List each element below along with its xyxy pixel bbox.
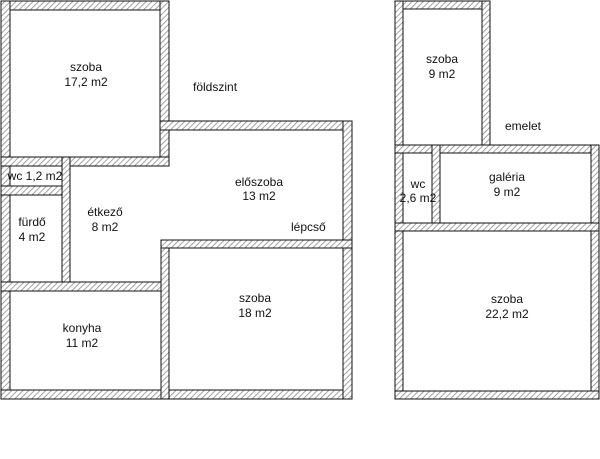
room-szoba-area: 17,2 m2 xyxy=(64,75,108,89)
room-furdo-area: 4 m2 xyxy=(19,230,46,244)
room-etkezo-area: 8 m2 xyxy=(92,220,119,234)
upper-room-szoba2-name: szoba xyxy=(491,292,523,306)
upper-floor-walls xyxy=(394,0,600,400)
upper-room-szoba2-area: 22,2 m2 xyxy=(485,307,529,321)
room-eloszoba-area: 13 m2 xyxy=(242,189,276,203)
room-etkezo-name: étkező xyxy=(87,205,123,219)
room-szoba2-area: 18 m2 xyxy=(238,306,272,320)
upper-room-wc-area: 2,6 m2 xyxy=(400,191,437,205)
upper-room-galeria-name: galéria xyxy=(489,170,525,184)
ground-floor-plan: szoba 17,2 m2 wc 1,2 m2 fürdő 4 m2 étkez… xyxy=(0,0,353,400)
room-szoba-name: szoba xyxy=(70,60,102,74)
upper-room-wc-name: wc xyxy=(410,177,426,191)
room-furdo-name: fürdő xyxy=(18,215,46,229)
room-wc-label: wc 1,2 m2 xyxy=(7,169,63,183)
ground-floor-walls xyxy=(0,0,353,400)
room-konyha-area: 11 m2 xyxy=(66,336,99,350)
upper-room-szoba-name: szoba xyxy=(426,52,458,66)
upper-floor-plan: szoba 9 m2 wc 2,6 m2 galéria 9 m2 szoba … xyxy=(394,0,600,400)
ground-floor-label: földszint xyxy=(193,80,238,94)
upper-room-szoba-area: 9 m2 xyxy=(429,67,456,81)
room-szoba2-name: szoba xyxy=(239,291,271,305)
stairs-label: lépcső xyxy=(291,220,326,234)
upper-room-galeria-area: 9 m2 xyxy=(494,185,521,199)
upper-floor-label: emelet xyxy=(505,119,542,133)
room-konyha-name: konyha xyxy=(63,321,102,335)
room-eloszoba-name: előszoba xyxy=(235,175,283,189)
